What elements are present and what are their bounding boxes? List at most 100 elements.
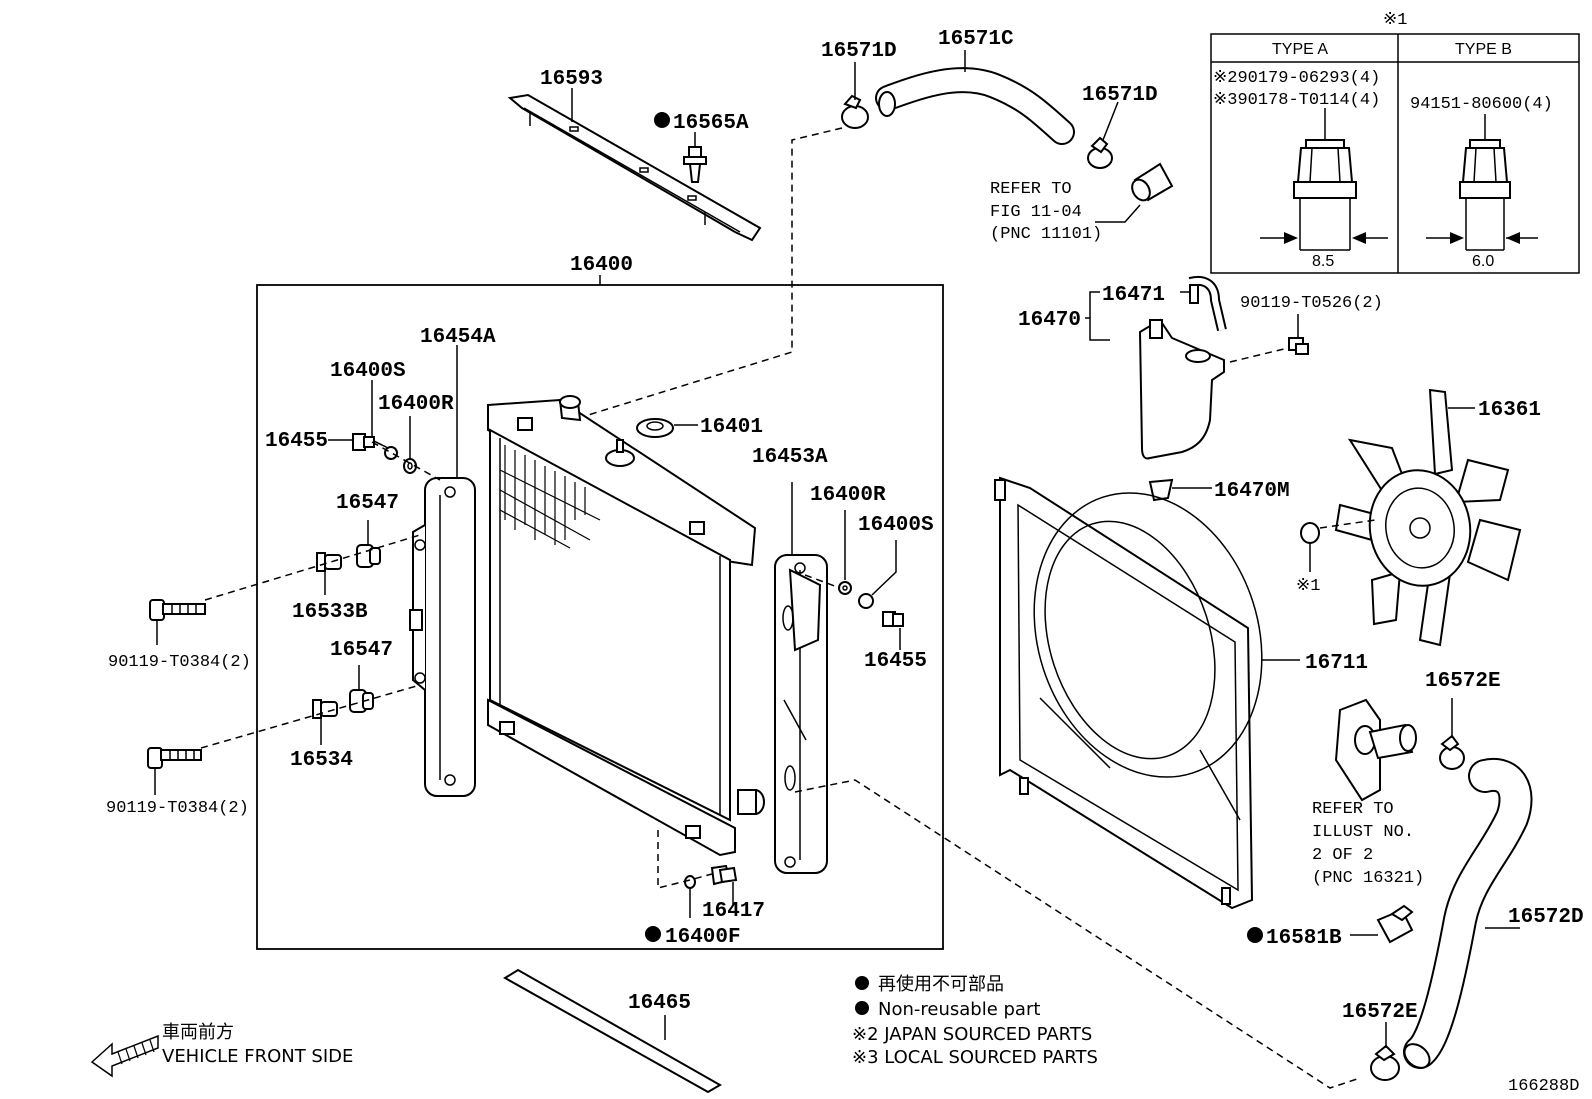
nut-type-table [1210, 33, 1580, 274]
refer-illust-line1: REFER TO [1312, 800, 1394, 819]
refer-illust-line4: (PNC 16321) [1312, 869, 1424, 888]
label-16547-top: 16547 [336, 492, 399, 515]
side-member-16454A [409, 477, 476, 797]
legend-note2: ※2 JAPAN SOURCED PARTS [852, 1024, 1092, 1045]
bolt-16455-left [352, 433, 375, 451]
label-16455-right: 16455 [864, 650, 927, 673]
fan-shroud-16711 [994, 476, 1263, 910]
direction-en: VEHICLE FRONT SIDE [162, 1046, 353, 1067]
label-90119-T0384-top: 90119-T0384(2) [108, 653, 251, 672]
label-note1-fan-nut: ※1 [1296, 577, 1320, 596]
seal-16465 [503, 968, 723, 1094]
support-bar-16593 [507, 93, 762, 242]
label-16470M: 16470M [1214, 480, 1290, 503]
label-16534: 16534 [290, 749, 353, 772]
refer-fig-line3: (PNC 11101) [990, 225, 1102, 244]
label-16401: 16401 [700, 416, 763, 439]
table-type-a-dim: 8.5 [1312, 253, 1334, 270]
label-16571C: 16571C [938, 28, 1014, 51]
non-reusable-dot-icon [855, 976, 869, 990]
refer-illust-line3: 2 OF 2 [1312, 846, 1373, 865]
refer-fig-line2: FIG 11-04 [990, 203, 1082, 222]
o-ring-16400F [684, 875, 696, 889]
legend-note3: ※3 LOCAL SOURCED PARTS [852, 1047, 1098, 1068]
vehicle-front-arrow-icon [90, 1034, 159, 1078]
label-90119-T0526: 90119-T0526(2) [1240, 294, 1383, 313]
label-16547-bottom: 16547 [330, 639, 393, 662]
figure-id: 166288D [1508, 1077, 1579, 1096]
label-16471: 16471 [1102, 284, 1165, 307]
reservoir-tank-16470 [1138, 318, 1225, 460]
label-16454A: 16454A [420, 326, 496, 349]
label-16465: 16465 [628, 992, 691, 1015]
label-16565A: 16565A [673, 112, 749, 135]
reservoir-cap-16470M [1148, 478, 1174, 502]
bolt-90119-T0384-bottom [147, 747, 202, 769]
drain-cock-16417 [710, 864, 738, 886]
label-16455-left: 16455 [265, 430, 328, 453]
table-type-a-row1: ※290179-06293(4) [1213, 69, 1380, 88]
collar-16533B [316, 552, 342, 572]
bushing-16400S-left [384, 446, 398, 460]
water-outlet-housing [1334, 698, 1417, 802]
grommet-16547-bottom [349, 689, 374, 713]
non-reusable-dot-icon [654, 112, 670, 128]
hose-clamp-16571D-top [841, 94, 869, 129]
clip-16565A [683, 146, 707, 183]
bolt-90119-T0526 [1288, 337, 1309, 355]
filler-neck [605, 439, 635, 467]
overflow-hose-16471 [1188, 276, 1227, 332]
label-16572D: 16572D [1508, 906, 1584, 929]
label-16400F: 16400F [665, 926, 741, 949]
label-16400: 16400 [570, 254, 633, 277]
table-type-a-header: TYPE A [1272, 41, 1328, 58]
label-16400S-left: 16400S [330, 360, 406, 383]
bolt-16455-right [882, 611, 904, 627]
bushing-16400S-right [858, 593, 874, 609]
radiator-core [487, 395, 765, 857]
direction-jp: 車両前方 [162, 1022, 234, 1043]
refer-fig-line1: REFER TO [990, 180, 1072, 199]
label-90119-T0384-bottom: 90119-T0384(2) [106, 799, 249, 818]
label-16417: 16417 [702, 900, 765, 923]
label-16572E-top: 16572E [1425, 670, 1501, 693]
label-16593: 16593 [540, 68, 603, 91]
label-16571D-right: 16571D [1082, 84, 1158, 107]
table-note-mark: ※1 [1383, 11, 1407, 30]
hose-clamp-16572E-top [1439, 734, 1465, 770]
non-reusable-dot-icon [855, 1001, 869, 1015]
lower-hose-16572D [1403, 758, 1533, 1069]
label-16571D-top: 16571D [821, 40, 897, 63]
non-reusable-dot-icon [645, 926, 661, 942]
label-16361: 16361 [1478, 399, 1541, 422]
grommet-16547-top [356, 544, 381, 568]
engine-pipe-stub [1131, 162, 1174, 202]
cooling-fan-16361 [1334, 388, 1522, 647]
label-16711: 16711 [1305, 652, 1368, 675]
refer-illust-line2: ILLUST NO. [1312, 823, 1414, 842]
table-type-b-row1: 94151-80600(4) [1410, 95, 1553, 114]
table-type-b-header: TYPE B [1455, 41, 1512, 58]
fan-nut [1300, 522, 1320, 544]
hose-clamp-16571D-right [1087, 136, 1113, 169]
label-16581B: 16581B [1266, 927, 1342, 950]
label-16400R-left: 16400R [378, 393, 454, 416]
label-16470: 16470 [1018, 309, 1081, 332]
label-16400R-right: 16400R [810, 484, 886, 507]
radiator-fins [499, 445, 601, 549]
collar-16534 [312, 699, 338, 719]
label-16572E-bottom: 16572E [1342, 1001, 1418, 1024]
label-16400S-right: 16400S [858, 514, 934, 537]
table-type-b-dim: 6.0 [1472, 253, 1494, 270]
bolt-90119-T0384-top [149, 599, 206, 621]
washer-16400R-right [838, 581, 852, 595]
side-member-16453A [774, 554, 828, 874]
table-type-a-row2: ※390178-T0114(4) [1213, 91, 1380, 110]
hose-clamp-16572E-bottom [1370, 1044, 1400, 1081]
flange-nut-type-a [1260, 139, 1388, 251]
legend-jp: 再使用不可部品 [878, 974, 1004, 995]
radiator-cap-16401 [636, 418, 674, 438]
label-16453A: 16453A [752, 446, 828, 469]
clip-16581B [1376, 904, 1414, 944]
